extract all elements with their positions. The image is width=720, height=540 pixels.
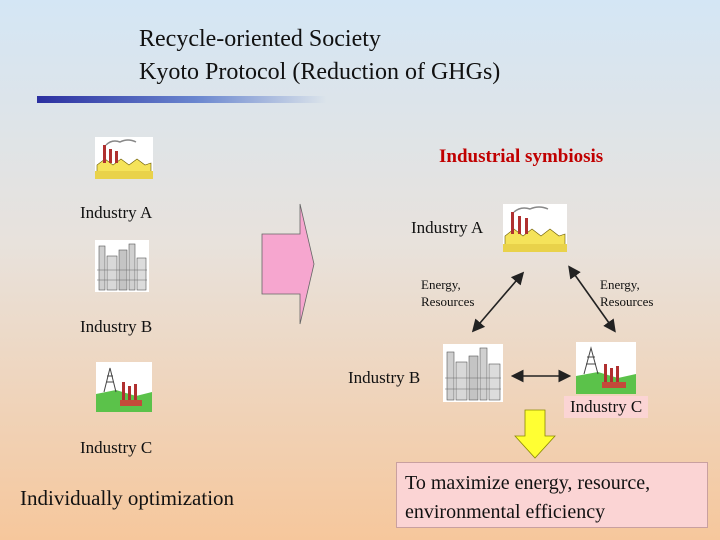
factory-c-icon bbox=[96, 362, 152, 412]
factory-b-icon bbox=[95, 240, 149, 292]
right-industry-b-label: Industry B bbox=[348, 368, 421, 387]
left-industry-b-label: Industry B bbox=[80, 317, 153, 336]
slide-title-line1: Recycle-oriented Society bbox=[139, 26, 381, 52]
individual-optimization-caption: Individually optimization bbox=[20, 486, 235, 510]
right-industry-a-label: Industry A bbox=[411, 218, 484, 237]
arrow-a-to-c bbox=[568, 265, 616, 333]
result-statement-box: To maximize energy, resource, environmen… bbox=[396, 462, 708, 528]
right-factory-c-icon bbox=[576, 342, 636, 394]
industrial-symbiosis-title: Industrial symbiosis bbox=[439, 146, 604, 167]
slide-title-line2: Kyoto Protocol (Reduction of GHGs) bbox=[139, 59, 501, 85]
arrow-a-to-b bbox=[471, 271, 525, 333]
right-industry-c-label: Industry C bbox=[564, 396, 649, 418]
left-industry-a-label: Industry A bbox=[80, 203, 153, 222]
transition-arrow bbox=[261, 203, 315, 325]
flow-left-label: Energy, Resources bbox=[421, 277, 475, 309]
right-factory-a-icon bbox=[503, 204, 567, 252]
result-down-arrow bbox=[514, 409, 556, 459]
title-underline-bar bbox=[37, 96, 327, 103]
right-factory-b-icon bbox=[443, 344, 503, 402]
factory-a-icon bbox=[95, 137, 153, 179]
left-industry-c-label: Industry C bbox=[80, 438, 153, 457]
